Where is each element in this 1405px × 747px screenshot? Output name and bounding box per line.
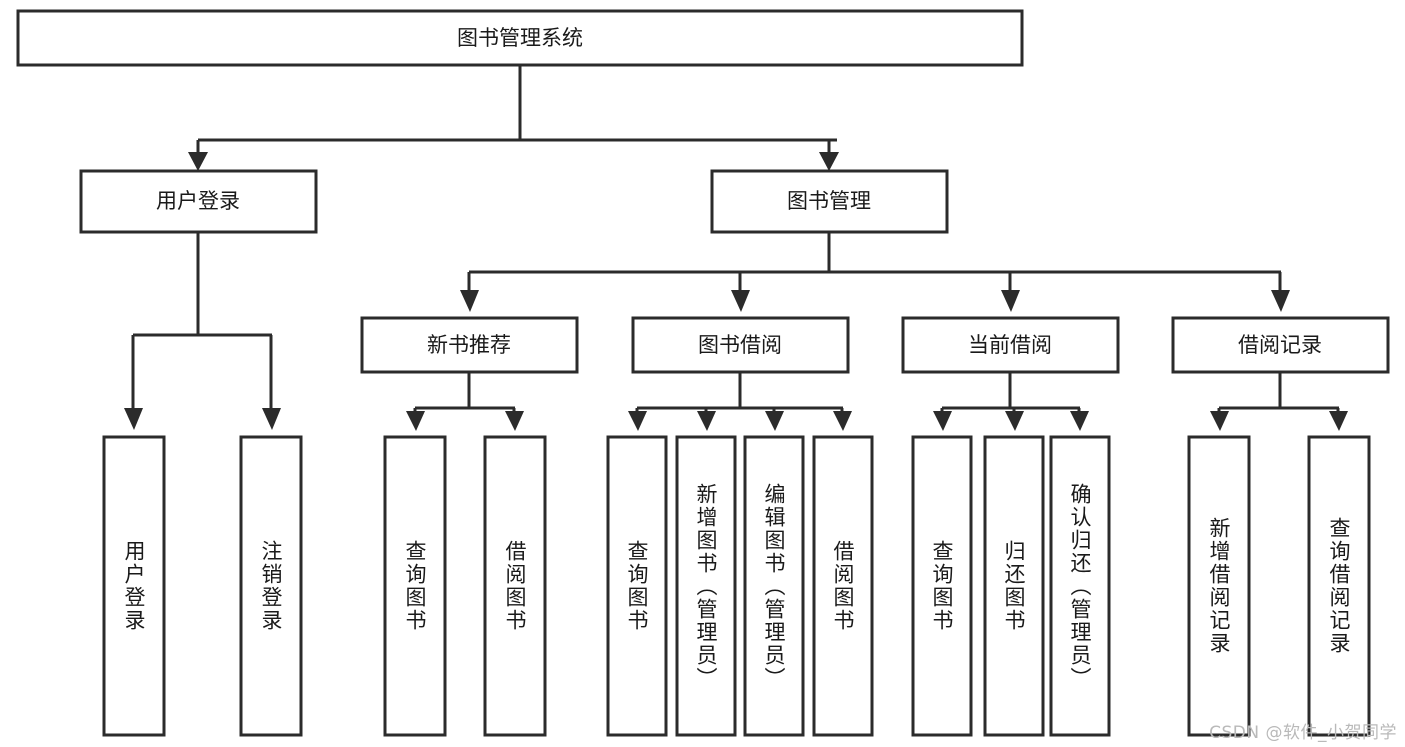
node-leaf-query-book-borrow-label-wrap: 查询图书 — [608, 437, 666, 735]
arrowhead-leaf-return-book — [1005, 411, 1024, 431]
node-leaf-add-record-label-wrap: 新增借阅记录 — [1189, 437, 1249, 735]
node-leaf-query-book-new[interactable] — [383, 435, 447, 737]
node-leaf-query-book-new-label-wrap: 查询图书 — [385, 437, 445, 735]
node-user-login-label: 用户登录 — [156, 189, 240, 213]
arrowhead-leaf-confirm-return — [1070, 411, 1089, 431]
node-leaf-add-record[interactable] — [1187, 435, 1251, 737]
node-leaf-query-book-cur-label: 查询图书 — [930, 540, 955, 632]
node-leaf-query-book-borrow-label: 查询图书 — [625, 540, 650, 632]
watermark-text: CSDN @软件_小贺同学 — [1209, 723, 1397, 743]
node-box-layer: 图书管理系统 用户登录 图书管理 新书推荐 图书借阅 当前借阅 借阅记录 — [16, 9, 1390, 737]
arrowhead-leaf-query-record — [1329, 411, 1348, 431]
node-leaf-user-login[interactable] — [102, 435, 166, 737]
node-new-book-recommend[interactable] — [360, 316, 579, 374]
node-leaf-add-book-admin-label: 新增图书（管理员） — [694, 482, 719, 690]
node-current-borrow[interactable] — [901, 316, 1120, 374]
node-leaf-edit-book-admin[interactable] — [743, 435, 805, 737]
arrowhead-current-borrow — [1001, 290, 1020, 312]
node-user-login[interactable] — [79, 169, 318, 234]
arrowhead-leaf-borrow-book-new — [505, 411, 524, 431]
arrowhead-leaf-add-book-admin — [697, 411, 716, 431]
node-current-borrow-label: 当前借阅 — [968, 333, 1052, 357]
node-root-label: 图书管理系统 — [457, 26, 583, 50]
arrowhead-leaf-user-login — [124, 408, 143, 430]
node-leaf-return-book-label-wrap: 归还图书 — [985, 437, 1043, 735]
node-book-borrow-label: 图书借阅 — [698, 333, 782, 357]
node-leaf-user-login-label: 用户登录 — [122, 540, 147, 632]
node-leaf-edit-book-admin-label-wrap: 编辑图书（管理员） — [745, 437, 803, 735]
node-leaf-user-login-label-wrap: 用户登录 — [104, 437, 164, 735]
node-leaf-add-book-admin-label-wrap: 新增图书（管理员） — [677, 437, 735, 735]
arrowhead-leaf-borrow-book — [833, 411, 852, 431]
node-leaf-add-record-label: 新增借阅记录 — [1207, 517, 1232, 655]
node-leaf-confirm-return-label: 确认归还（管理员） — [1068, 482, 1093, 690]
arrowhead-book-management — [819, 152, 839, 171]
node-leaf-return-book-label: 归还图书 — [1002, 540, 1027, 632]
arrowhead-leaf-user-logout — [262, 408, 281, 430]
node-book-management-label: 图书管理 — [787, 189, 871, 213]
arrowhead-user-login — [188, 152, 208, 171]
node-leaf-add-book-admin[interactable] — [675, 435, 737, 737]
node-leaf-borrow-book-new-label-wrap: 借阅图书 — [485, 437, 545, 735]
node-borrow-record[interactable] — [1171, 316, 1390, 374]
node-leaf-borrow-book-new[interactable] — [483, 435, 547, 737]
node-leaf-user-logout[interactable] — [239, 435, 303, 737]
arrowhead-leaf-edit-book-admin — [765, 411, 784, 431]
node-leaf-return-book[interactable] — [983, 435, 1045, 737]
arrowhead-borrow-record — [1271, 290, 1290, 312]
node-root[interactable] — [16, 9, 1024, 67]
node-leaf-query-book-cur-label-wrap: 查询图书 — [913, 437, 971, 735]
node-leaf-edit-book-admin-label: 编辑图书（管理员） — [762, 482, 787, 690]
node-leaf-query-record[interactable] — [1307, 435, 1371, 737]
node-borrow-record-label: 借阅记录 — [1238, 333, 1322, 357]
node-leaf-query-book-new-label: 查询图书 — [403, 540, 428, 632]
arrowhead-new-book-recommend — [460, 290, 479, 312]
node-leaf-borrow-book-new-label: 借阅图书 — [503, 540, 528, 632]
node-leaf-borrow-book-label-wrap: 借阅图书 — [814, 437, 872, 735]
node-leaf-query-record-label-wrap: 查询借阅记录 — [1309, 437, 1369, 735]
node-book-management[interactable] — [710, 169, 949, 234]
node-new-book-recommend-label: 新书推荐 — [427, 333, 511, 357]
node-leaf-borrow-book[interactable] — [812, 435, 874, 737]
arrowhead-leaf-query-book-borrow — [628, 411, 647, 431]
arrowhead-leaf-query-book-new — [406, 411, 425, 431]
node-book-borrow[interactable] — [631, 316, 850, 374]
arrowhead-book-borrow — [731, 290, 750, 312]
node-leaf-confirm-return[interactable] — [1049, 435, 1111, 737]
node-leaf-borrow-book-label: 借阅图书 — [831, 540, 856, 632]
node-leaf-user-logout-label: 注销登录 — [259, 540, 284, 632]
node-leaf-confirm-return-label-wrap: 确认归还（管理员） — [1051, 437, 1109, 735]
connector-layer — [124, 65, 1348, 431]
node-leaf-user-logout-label-wrap: 注销登录 — [241, 437, 301, 735]
arrowhead-leaf-add-record — [1210, 411, 1229, 431]
node-leaf-query-book-borrow[interactable] — [606, 435, 668, 737]
arrowhead-leaf-query-book-cur — [933, 411, 952, 431]
node-leaf-query-book-cur[interactable] — [911, 435, 973, 737]
node-leaf-query-record-label: 查询借阅记录 — [1327, 517, 1352, 655]
